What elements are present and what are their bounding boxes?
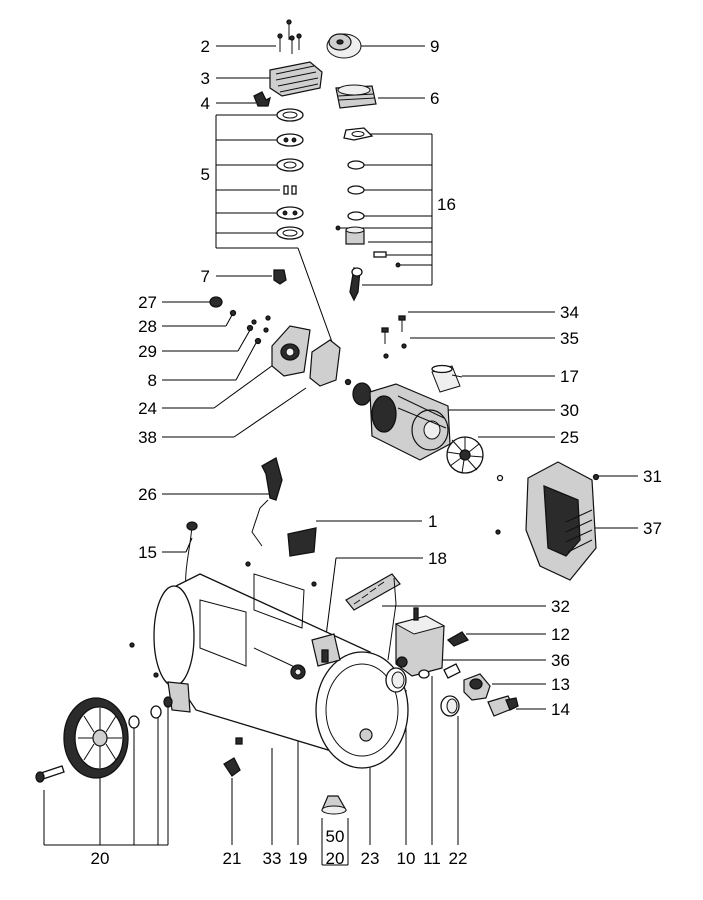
label-35: 35 — [560, 329, 579, 348]
outlet-gauge — [440, 695, 460, 717]
label-1: 1 — [428, 512, 437, 531]
label-37: 37 — [643, 519, 662, 538]
part-labels: 2 3 4 5 7 27 28 29 8 24 38 26 15 9 6 16 … — [91, 37, 662, 868]
label-26: 26 — [138, 485, 157, 504]
label-50: 50 — [326, 827, 345, 846]
cylinder-head — [269, 61, 323, 97]
air-tank — [129, 561, 409, 769]
label-28: 28 — [138, 317, 157, 336]
capacitor — [431, 364, 463, 393]
label-30: 30 — [560, 401, 579, 420]
label-33: 33 — [263, 849, 282, 868]
regulator — [463, 673, 491, 701]
label-4: 4 — [201, 94, 210, 113]
label-32: 32 — [551, 597, 570, 616]
nipple-fitting — [443, 663, 461, 679]
label-7: 7 — [201, 267, 210, 286]
label-15: 15 — [138, 543, 157, 562]
piston-set — [335, 127, 401, 302]
label-5: 5 — [201, 165, 210, 184]
label-25: 25 — [560, 428, 579, 447]
pressure-gauge — [385, 667, 407, 693]
safety-valve — [446, 631, 470, 647]
label-23: 23 — [361, 849, 380, 868]
label-34: 34 — [560, 303, 579, 322]
cover-gasket — [309, 339, 341, 387]
rubber-foot — [321, 795, 348, 815]
outlet-manifold — [253, 633, 341, 680]
quick-coupler — [487, 695, 519, 717]
pressure-switch — [394, 607, 446, 679]
label-24: 24 — [138, 399, 157, 418]
wheel — [35, 696, 173, 783]
label-18: 18 — [428, 549, 447, 568]
label-6: 6 — [430, 89, 439, 108]
air-filter — [326, 33, 362, 59]
label-10: 10 — [397, 849, 416, 868]
carry-handle — [345, 573, 401, 661]
label-11: 11 — [423, 849, 441, 868]
label-16: 16 — [437, 195, 456, 214]
label-21: 21 — [223, 849, 242, 868]
shroud-screws — [495, 473, 600, 535]
label-13: 13 — [551, 675, 570, 694]
label-22: 22 — [449, 849, 468, 868]
motor-shroud — [525, 461, 597, 581]
label-14: 14 — [551, 700, 570, 719]
label-27: 27 — [138, 293, 157, 312]
motor-screws — [381, 315, 407, 359]
label-17: 17 — [560, 367, 579, 386]
electric-motor — [344, 378, 451, 461]
label-20-foot: 20 — [326, 849, 345, 868]
label-38: 38 — [138, 428, 157, 447]
label-12: 12 — [551, 625, 570, 644]
breather-plug — [273, 269, 287, 285]
power-cord — [251, 457, 283, 547]
cooling-fan — [446, 436, 484, 474]
label-29: 29 — [138, 342, 157, 361]
cylinder — [335, 84, 377, 109]
label-3: 3 — [201, 69, 210, 88]
label-19: 19 — [289, 849, 308, 868]
front-cover-fasteners — [209, 296, 271, 345]
label-20: 20 — [91, 849, 110, 868]
leader-lines — [43, 45, 638, 866]
elbow-fitting — [253, 91, 271, 107]
label-2: 2 — [201, 37, 210, 56]
label-31: 31 — [643, 467, 662, 486]
decal — [287, 527, 317, 557]
label-8: 8 — [148, 371, 157, 390]
head-screws — [277, 19, 302, 54]
label-9: 9 — [430, 37, 439, 56]
crankcase-cover — [271, 325, 311, 377]
valve-plate-set — [276, 108, 304, 240]
label-36: 36 — [551, 651, 570, 670]
drain-valve — [223, 757, 241, 777]
